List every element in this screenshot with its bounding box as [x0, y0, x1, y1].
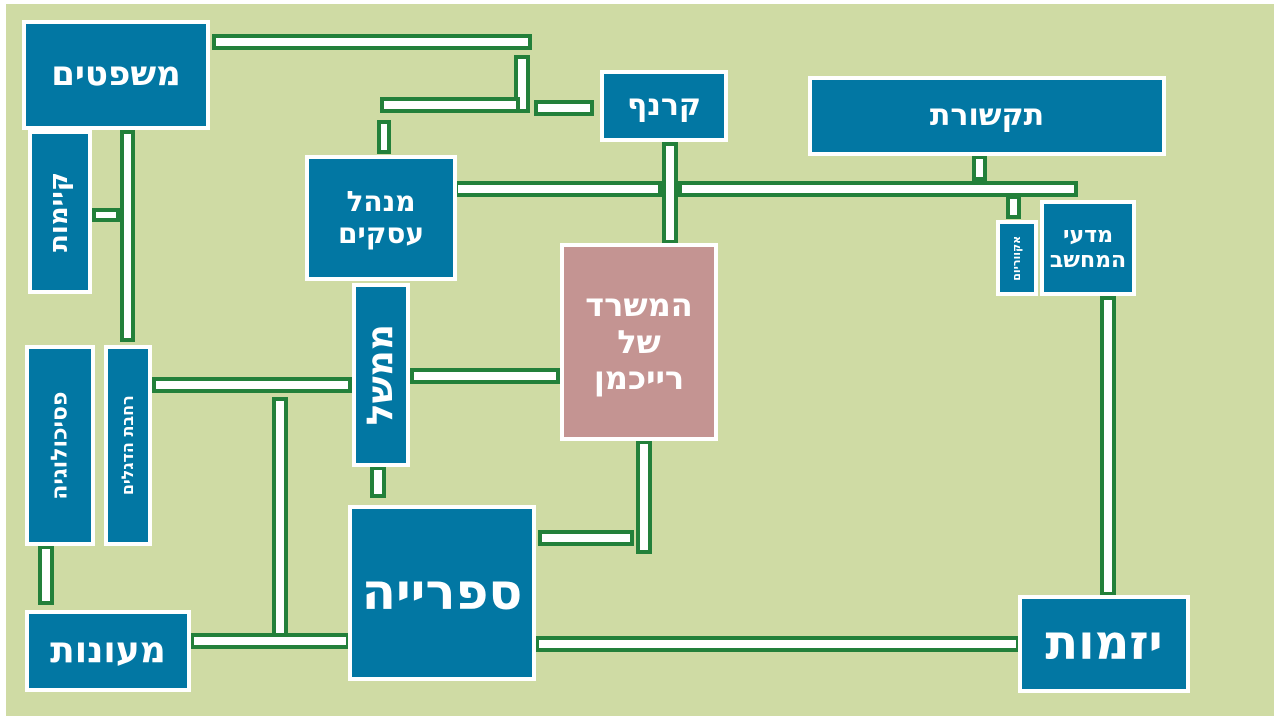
path-mishpatim-top [212, 34, 532, 50]
path-main-horizontal-right [678, 181, 1078, 197]
room-tikshoret[interactable]: תקשורת [808, 76, 1166, 156]
room-yazamut-label: יזמות [1045, 615, 1163, 672]
room-rehavat-hadgalim[interactable]: רחבת הדגלים [104, 345, 152, 546]
path-main-horizontal [454, 181, 662, 197]
path-mishal-to-misrad [410, 368, 560, 384]
path-akvarium-stub [1006, 195, 1021, 219]
room-mishal-label: ממשל [360, 324, 402, 426]
room-menahel-asakim[interactable]: מנהל עסקים [305, 155, 457, 281]
room-kayamut-label: קיימות [44, 172, 75, 252]
room-mishpatim-label: משפטים [51, 54, 181, 95]
path-mishal-down [370, 466, 386, 498]
path-vertical-to-meonot [272, 397, 288, 639]
path-psychologia-down [38, 545, 54, 605]
room-psychologia-label: פסיכולוגיה [47, 391, 73, 500]
room-kronf[interactable]: קרנף [600, 70, 728, 142]
room-psychologia[interactable]: פסיכולוגיה [25, 345, 95, 546]
path-to-kronf [534, 100, 594, 116]
room-mishpatim[interactable]: משפטים [22, 20, 210, 130]
room-akvarium[interactable]: אקווריום [996, 220, 1038, 296]
room-menahel-asakim-label: מנהל עסקים [337, 184, 425, 250]
path-mid-horizontal [380, 97, 520, 113]
room-sifria-label: ספרייה [361, 563, 523, 622]
room-mishal[interactable]: ממשל [352, 283, 410, 467]
room-meonot-label: מעונות [50, 630, 166, 672]
path-kayamut-stub [92, 208, 120, 222]
path-sifria-to-yazamut [535, 636, 1020, 652]
path-kronf-down [662, 142, 678, 244]
room-yazamut[interactable]: יזמות [1018, 595, 1190, 693]
room-kronf-label: קרנף [627, 87, 701, 123]
room-tikshoret-label: תקשורת [929, 97, 1045, 133]
path-sifria-to-misrad [538, 530, 634, 546]
path-madei-to-yazamut [1100, 296, 1116, 596]
path-misrad-down [636, 440, 652, 554]
room-kayamut[interactable]: קיימות [28, 130, 92, 294]
room-meonot[interactable]: מעונות [25, 610, 191, 692]
path-rehavat-to-mishal [152, 377, 352, 393]
path-meonot-to-sifria [190, 633, 350, 649]
room-madei-hamahshev-label: מדעי המחשב [1049, 222, 1127, 273]
path-drop-to-menahel [377, 120, 391, 154]
room-rehavat-hadgalim-label: רחבת הדגלים [117, 395, 137, 496]
path-tikshoret-stub [972, 155, 987, 181]
room-akvarium-label: אקווריום [1009, 235, 1023, 281]
path-mishpatim-down [120, 130, 135, 342]
room-misrad-reichman[interactable]: המשרד של רייכמן [560, 243, 718, 441]
room-sifria[interactable]: ספרייה [348, 505, 536, 681]
room-misrad-reichman-label: המשרד של רייכמן [585, 285, 693, 398]
room-madei-hamahshev[interactable]: מדעי המחשב [1040, 200, 1136, 296]
